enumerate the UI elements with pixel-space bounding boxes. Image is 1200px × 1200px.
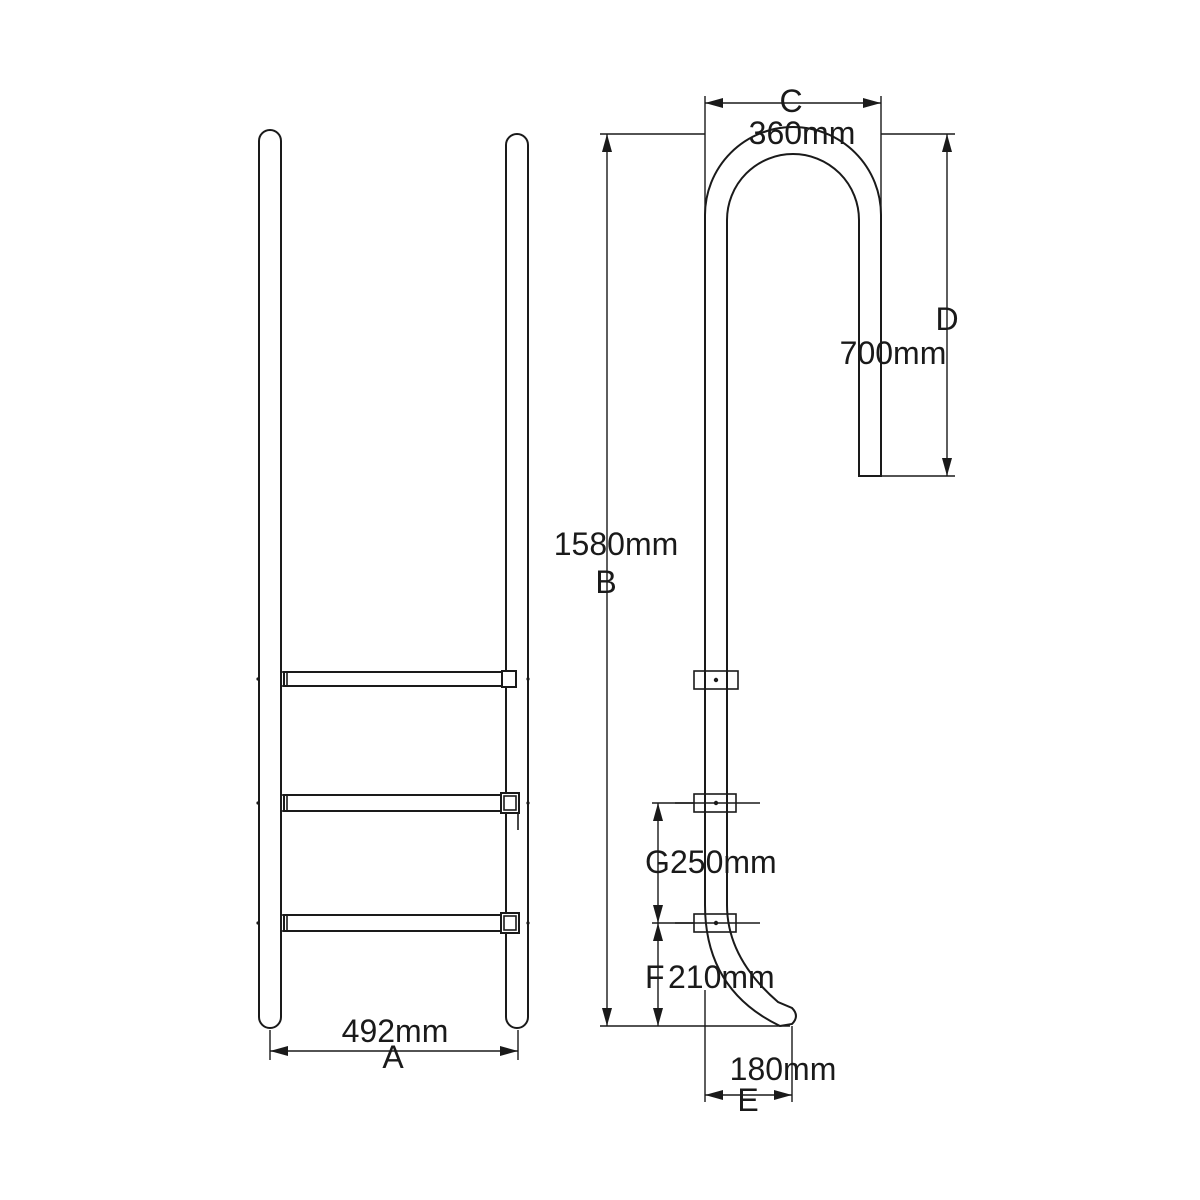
bracket-2-bolt bbox=[713, 800, 719, 806]
step-1-bracket bbox=[501, 670, 517, 688]
step-2-bracket-inner bbox=[503, 795, 517, 811]
dimension-c: C 360mm bbox=[704, 83, 882, 215]
dimension-b-arrow-bottom bbox=[602, 1008, 612, 1026]
dimension-d-letter: D bbox=[935, 301, 958, 337]
dimension-a-arrow-left bbox=[270, 1046, 288, 1056]
dimension-b-value: 1580mm bbox=[554, 526, 679, 562]
dimension-e-letter: E bbox=[737, 1082, 758, 1118]
dimension-f-arrow-top bbox=[653, 923, 663, 941]
dimension-g: G 250mm bbox=[645, 802, 777, 924]
left-rail bbox=[258, 129, 282, 1029]
dimension-f-arrow-bottom bbox=[653, 1008, 663, 1026]
step-3-bracket bbox=[500, 912, 520, 934]
step-1-tread bbox=[283, 671, 507, 687]
dimension-g-arrow-top bbox=[653, 803, 663, 821]
side-handrail bbox=[704, 126, 882, 1028]
step-3-tread bbox=[283, 914, 503, 932]
dimension-a-value: 492mm bbox=[342, 1013, 449, 1049]
step-2 bbox=[256, 792, 530, 830]
side-view: 1580mm B C 360mm D 700mm bbox=[554, 83, 959, 1118]
bracket-1-plate bbox=[693, 670, 739, 690]
dimension-e-arrow-left bbox=[705, 1090, 723, 1100]
step-2-bracket bbox=[500, 792, 520, 814]
step-2-left-bolt bbox=[256, 801, 260, 805]
dimension-d: D 700mm bbox=[840, 133, 959, 477]
dimension-g-value: 250mm bbox=[670, 844, 777, 880]
step-3-left-joint bbox=[280, 914, 288, 932]
step-1-left-joint bbox=[280, 671, 288, 687]
dimension-f-letter: F bbox=[645, 959, 665, 995]
step-2-right-bolt bbox=[526, 801, 530, 805]
dimension-e: 180mm E bbox=[704, 990, 837, 1118]
dimension-e-arrow-right bbox=[774, 1090, 792, 1100]
step-2-left-joint bbox=[280, 794, 288, 812]
dimension-e-value: 180mm bbox=[730, 1051, 837, 1087]
dimension-b-letter: B bbox=[595, 564, 616, 600]
step-1-right-bolt bbox=[526, 677, 530, 681]
dimension-a: 492mm A bbox=[269, 1013, 519, 1075]
dimension-c-arrow-left bbox=[705, 98, 723, 108]
dimension-d-arrow-top bbox=[942, 134, 952, 152]
step-1 bbox=[256, 670, 530, 688]
dimension-f-value: 210mm bbox=[668, 959, 775, 995]
dimension-g-letter: G bbox=[645, 844, 670, 880]
dimension-c-value: 360mm bbox=[749, 115, 856, 151]
step-3-right-bolt bbox=[526, 921, 530, 925]
step-3 bbox=[256, 912, 530, 934]
dimension-d-arrow-bottom bbox=[942, 458, 952, 476]
dimension-b-arrow-top bbox=[602, 134, 612, 152]
dimension-f: F 210mm bbox=[645, 923, 775, 1026]
front-view: 492mm A bbox=[256, 129, 530, 1075]
bracket-3-bolt bbox=[713, 920, 719, 926]
dimension-b: 1580mm B bbox=[554, 133, 790, 1027]
step-3-left-bolt bbox=[256, 921, 260, 925]
step-3-bracket-inner bbox=[503, 915, 517, 931]
dimension-a-letter: A bbox=[382, 1039, 404, 1075]
bracket-1 bbox=[693, 670, 739, 690]
step-1-left-bolt bbox=[256, 677, 260, 681]
step-2-tread bbox=[283, 794, 503, 812]
bracket-1-bolt bbox=[713, 677, 719, 683]
dimension-d-value: 700mm bbox=[840, 335, 947, 371]
dimension-c-letter: C bbox=[779, 83, 802, 119]
right-rail bbox=[505, 133, 529, 1029]
dimension-c-arrow-right bbox=[863, 98, 881, 108]
dimension-g-arrow-bottom bbox=[653, 905, 663, 923]
dimension-a-arrow-right bbox=[500, 1046, 518, 1056]
